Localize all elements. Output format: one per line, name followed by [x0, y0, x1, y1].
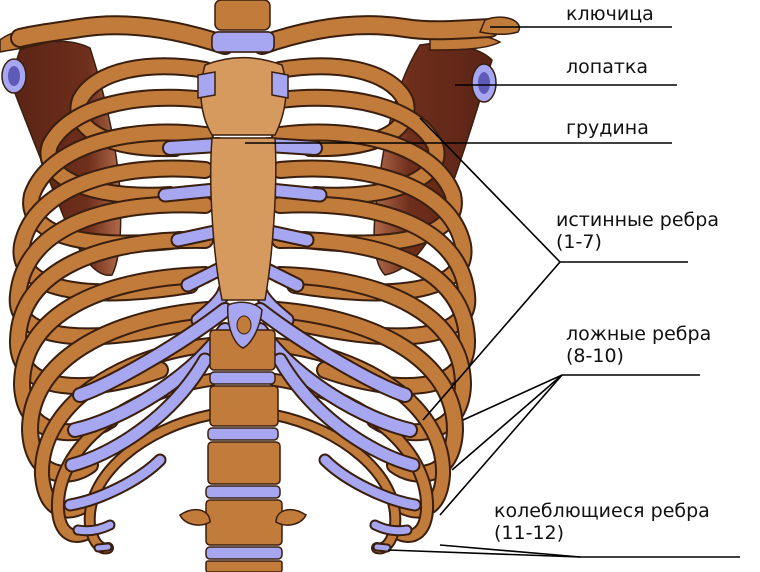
label-true-ribs: истинные ребра (1-7)	[556, 209, 719, 253]
leader-true-ribs-b	[422, 261, 561, 421]
leader-false-ribs-c	[439, 374, 563, 516]
leader-lines	[245, 26, 740, 558]
left-glenoid-inner	[8, 66, 20, 86]
label-floating-ribs: колеблющиеся ребра (11-12)	[494, 500, 710, 544]
label-scapula: лопатка	[566, 56, 649, 78]
label-clavicle: ключица	[566, 3, 654, 25]
leader-floating-b	[439, 544, 581, 558]
label-floating-ribs-line1: колеблющиеся ребра	[494, 500, 710, 522]
clavicles	[10, 15, 521, 55]
leader-false-ribs-a	[462, 374, 700, 421]
label-false-ribs-line2: (8-10)	[566, 345, 624, 367]
ribs-right	[267, 57, 477, 555]
sternum	[197, 31, 289, 349]
leader-false-ribs-b	[451, 374, 563, 471]
sternum-body	[209, 137, 277, 301]
label-sternum: грудина	[566, 117, 649, 139]
manubrium	[200, 56, 287, 136]
label-true-ribs-line2: (1-7)	[556, 231, 602, 253]
label-false-ribs: ложные ребра (8-10)	[566, 323, 711, 367]
label-floating-ribs-line2: (11-12)	[494, 522, 565, 544]
right-glenoid-inner	[478, 72, 490, 94]
label-false-ribs-line1: ложные ребра	[566, 323, 712, 345]
label-true-ribs-line1: истинные ребра	[556, 209, 719, 231]
ribs-left	[8, 57, 218, 555]
